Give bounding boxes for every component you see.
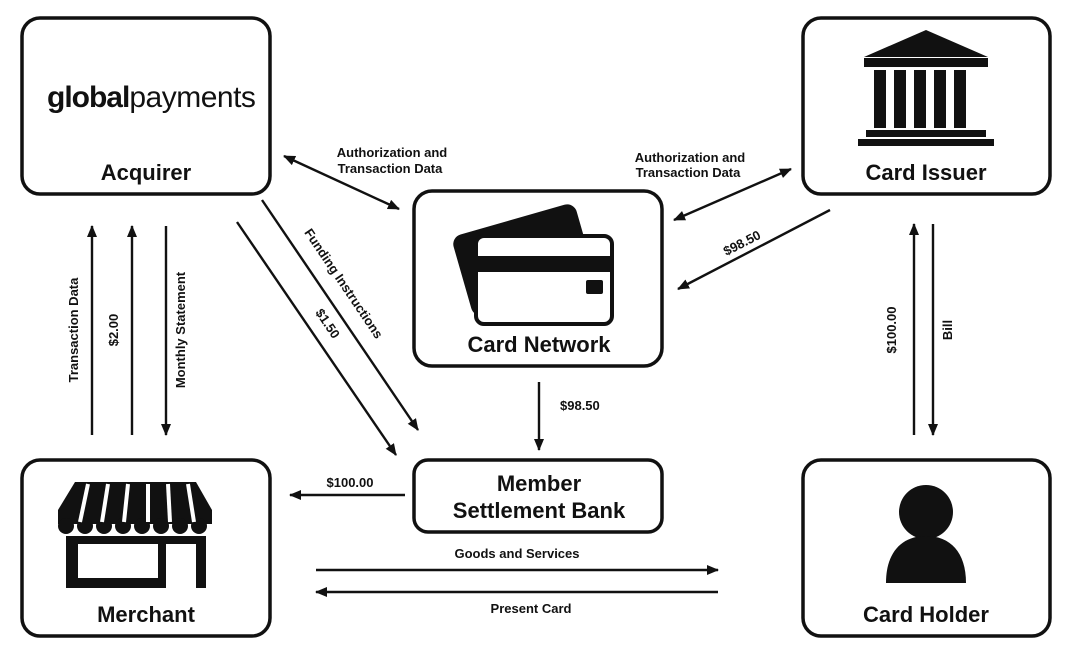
credit-cards-icon — [453, 204, 614, 326]
edge-holder-merchant-card: Present Card — [315, 587, 718, 616]
edge-merchant-holder-goods: Goods and Services — [316, 546, 719, 575]
edge-issuer-card-network: $98.50 — [677, 208, 831, 291]
edge-acquirer-card-network: Authorization and Transaction Data — [283, 145, 448, 211]
svg-text:globalpayments: globalpayments — [47, 81, 255, 114]
edge-label: Monthly Statement — [173, 271, 188, 388]
card-holder-node: Card Holder — [801, 458, 1052, 638]
edge-acquirer-merchant-statement: Monthly Statement — [161, 226, 188, 436]
edge-label: Authorization and — [337, 145, 448, 160]
edge-label: Transaction Data — [338, 161, 444, 176]
card-issuer-node: Card Issuer — [801, 16, 1052, 196]
card-network-title: Card Network — [467, 332, 611, 357]
edge-merchant-acquirer-data: Transaction Data — [66, 225, 97, 435]
edge-card-network-issuer: Authorization and Transaction Data — [635, 150, 792, 222]
member-bank-title-line1: Member — [497, 471, 582, 496]
bank-building-icon — [858, 30, 994, 146]
edge-network-bank: $98.50 — [534, 382, 600, 451]
edge-merchant-acquirer-fee: $2.00 — [106, 225, 137, 435]
edge-label: Transaction Data — [636, 165, 742, 180]
merchant-title: Merchant — [97, 602, 195, 627]
edge-label: Present Card — [491, 601, 572, 616]
edge-acquirer-bank-funding: Funding Instructions — [261, 199, 419, 431]
global-payments-logo: globalpayments — [47, 81, 256, 114]
card-network-node: Card Network — [412, 189, 664, 368]
acquirer-node: globalpayments Acquirer — [20, 16, 272, 196]
edge-label: $98.50 — [560, 398, 600, 413]
edge-label: $98.50 — [721, 227, 763, 258]
card-issuer-title: Card Issuer — [865, 160, 986, 185]
edge-bank-merchant: $100.00 — [289, 475, 405, 500]
edge-label: Funding Instructions — [301, 226, 386, 342]
member-bank-title-line2: Settlement Bank — [453, 498, 626, 523]
edge-holder-issuer-payment: $100.00 — [884, 223, 919, 435]
edge-label: $100.00 — [884, 307, 899, 354]
storefront-icon — [58, 482, 212, 588]
edge-issuer-holder-bill: Bill — [928, 224, 955, 436]
edge-label: Bill — [940, 320, 955, 340]
edge-label: Authorization and — [635, 150, 746, 165]
edge-label: $100.00 — [327, 475, 374, 490]
edge-label: $2.00 — [106, 314, 121, 347]
card-holder-title: Card Holder — [863, 602, 989, 627]
merchant-node: Merchant — [20, 458, 272, 638]
edge-label: Goods and Services — [455, 546, 580, 561]
member-settlement-bank-node: Member Settlement Bank — [412, 458, 664, 534]
edge-label: Transaction Data — [66, 277, 81, 383]
person-icon — [886, 485, 966, 583]
acquirer-title: Acquirer — [101, 160, 192, 185]
